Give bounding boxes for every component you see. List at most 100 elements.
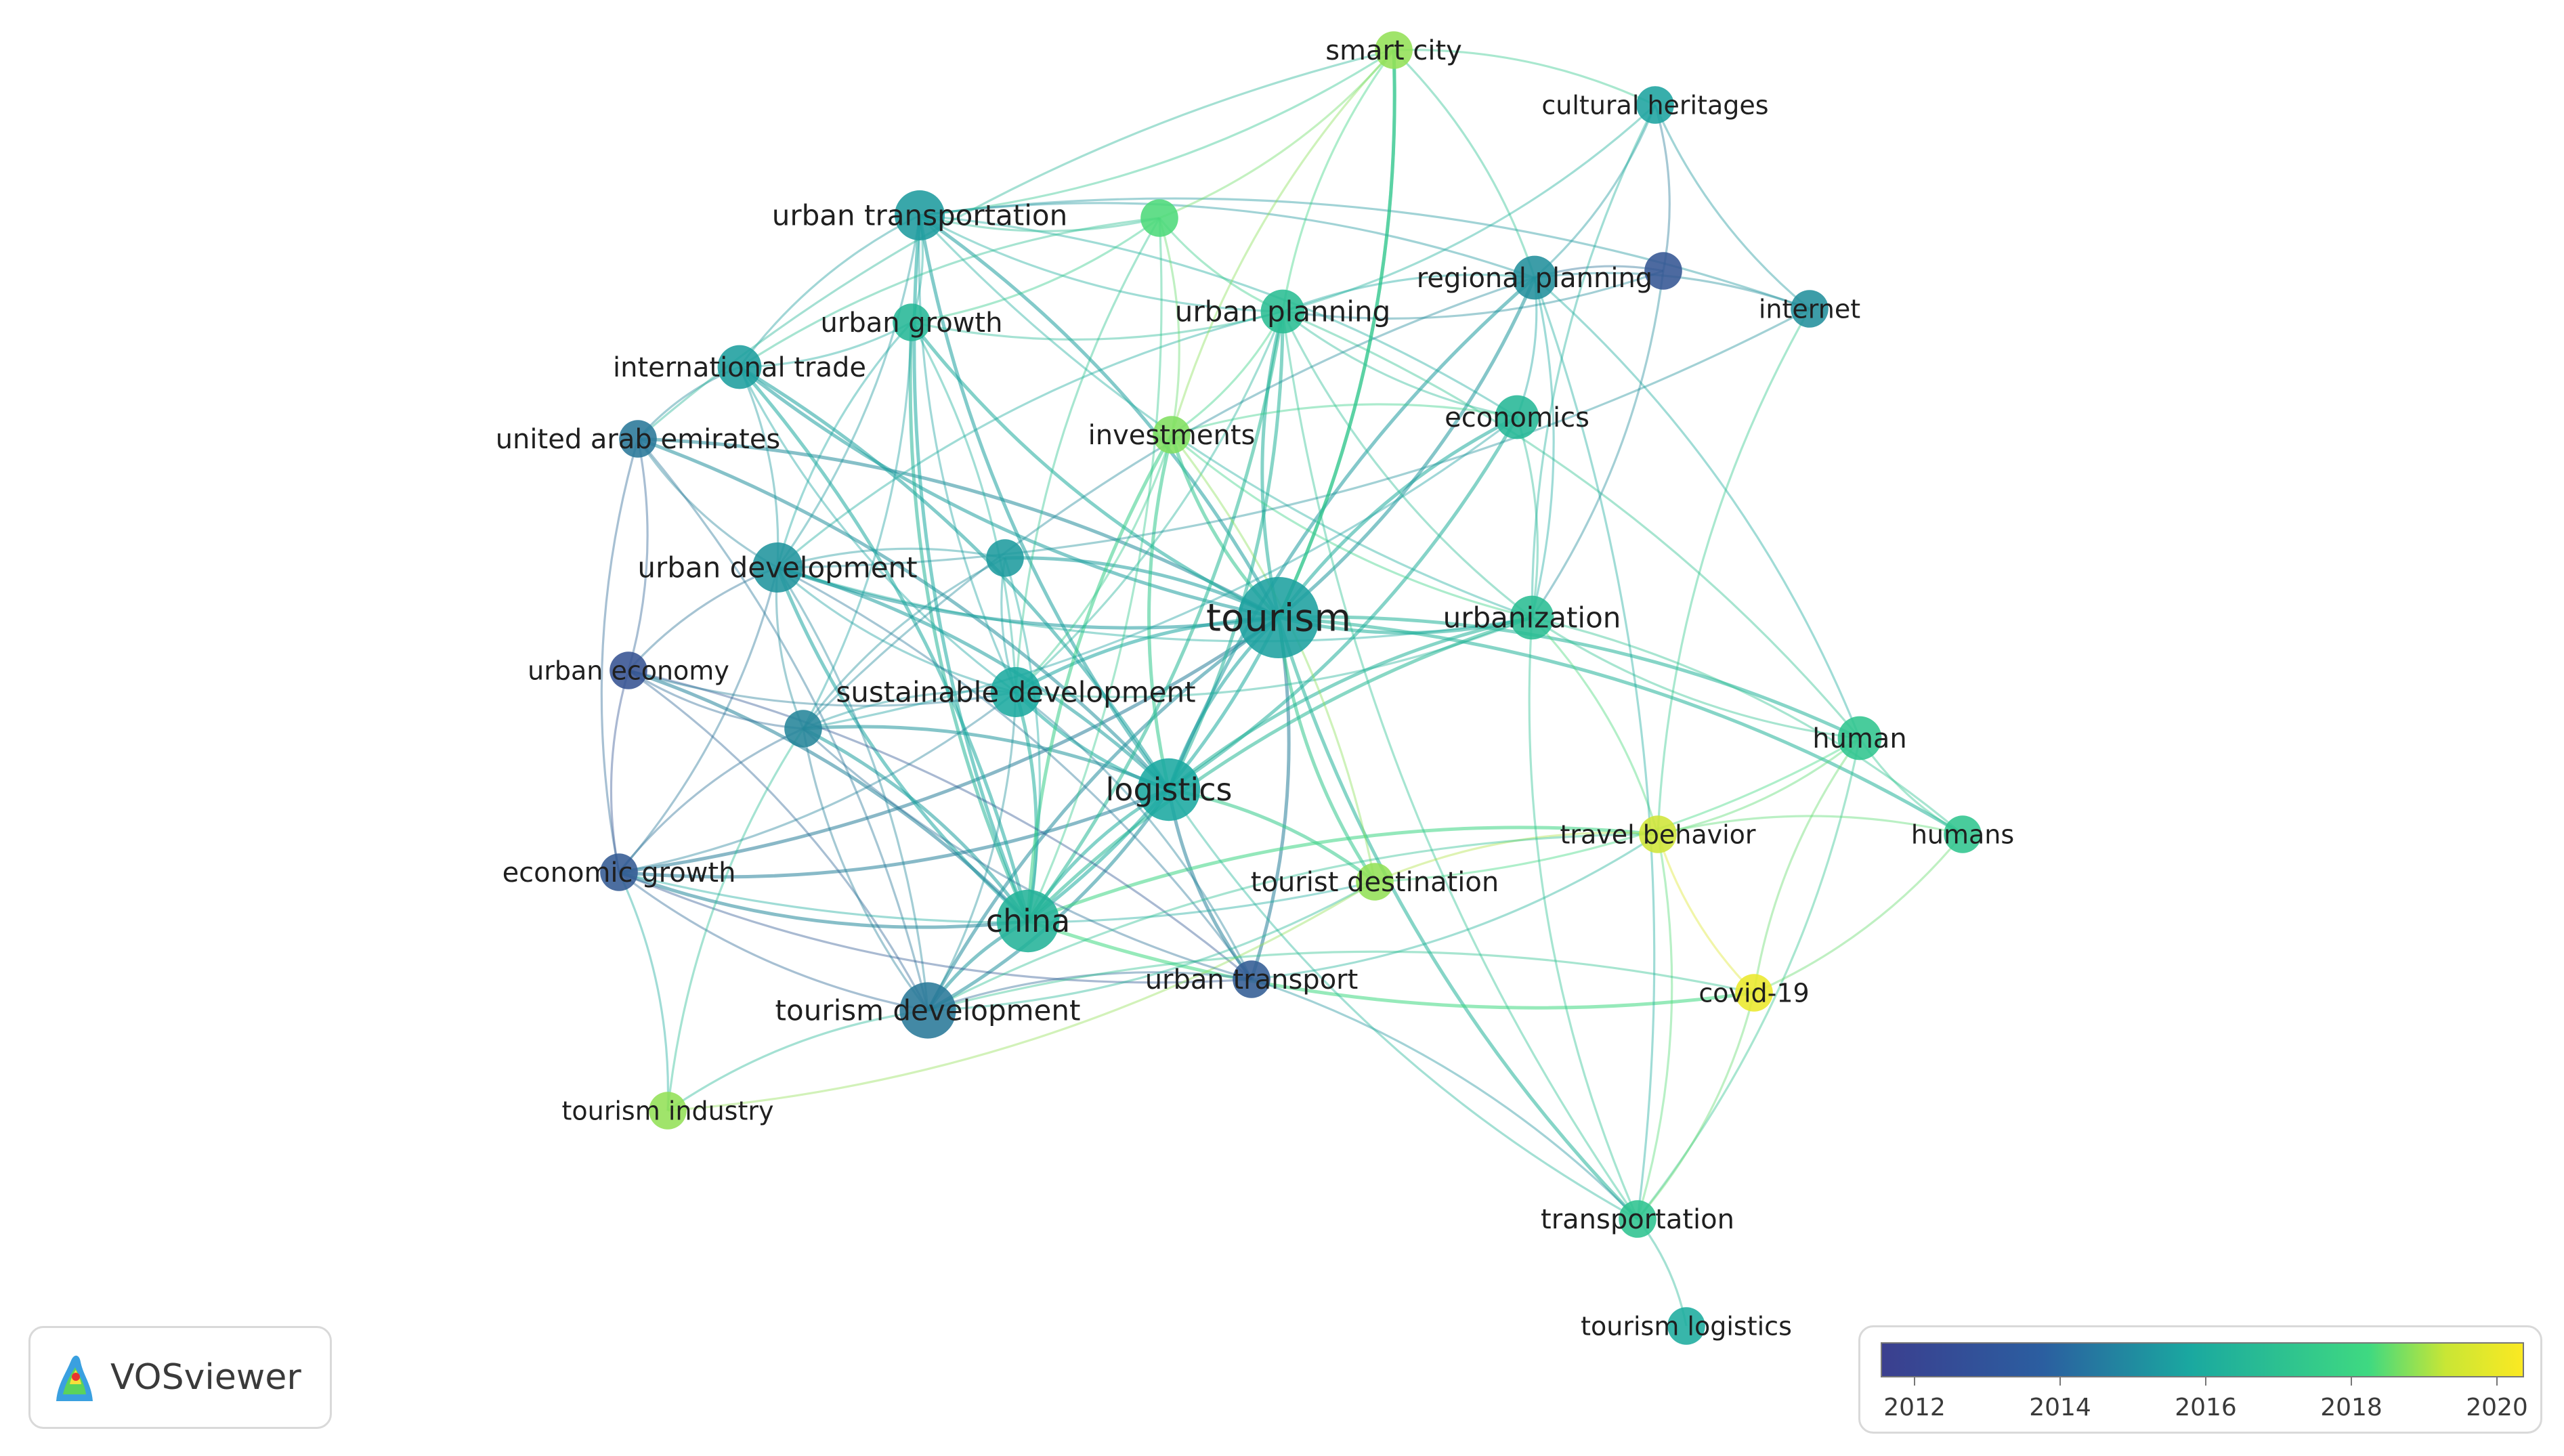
node-regional-planning[interactable] [1512,255,1557,300]
edge-tourism-urban_transport [1249,617,1291,980]
label-tourism[interactable]: tourism [1206,597,1351,641]
edge-investments-urbanization [1170,433,1533,619]
node-covid19[interactable] [1735,974,1773,1012]
edge-urban_transportation-urban_planning [919,214,1283,313]
label-smart-city[interactable]: smart city [1325,35,1462,66]
node-humans[interactable] [1944,815,1982,853]
edge-urbanization-humans [1531,616,1964,836]
node-urban-transport[interactable] [1233,960,1270,998]
node-tourism-development[interactable] [899,982,956,1039]
label-travel-behavior[interactable]: travel behavior [1560,819,1755,849]
node-tourism-logistics[interactable] [1667,1307,1705,1345]
edge-tourism-human [1278,615,1861,740]
label-covid19[interactable]: covid-19 [1698,978,1809,1008]
label-tourism-logistics[interactable]: tourism logistics [1581,1311,1792,1341]
edge-urban_transport-transportation [1251,978,1639,1220]
edge-economics-urbanization [1516,416,1539,618]
label-tourism-industry[interactable]: tourism industry [562,1096,774,1126]
label-logistics[interactable]: logistics [1106,771,1233,808]
label-cultural-heritages[interactable]: cultural heritages [1541,90,1768,120]
edge-china-urban_planning [1026,311,1285,922]
label-international-trade[interactable]: international trade [613,352,866,383]
node-urban-economy[interactable] [610,651,647,689]
node-urban-planning[interactable] [1260,289,1305,334]
label-economics[interactable]: economics [1445,402,1589,433]
edge-united_arab_emirates-urban_economy [627,438,649,671]
node-urban-growth[interactable] [893,303,931,341]
node-internet[interactable] [1791,290,1829,328]
edge-tourism-transportation [1277,617,1639,1220]
node-economic-growth[interactable] [600,853,638,891]
label-humans[interactable]: humans [1911,819,2014,849]
node-sustainable-development[interactable] [991,667,1041,717]
node-travel-behavior[interactable] [1639,815,1677,853]
node-united-arab-emirates[interactable] [619,420,657,458]
edge-urban_planning-sustainable_development [1014,311,1284,693]
node-cultural-heritages[interactable] [1636,86,1674,124]
node-international-trade[interactable] [717,345,762,389]
label-regional-planning[interactable]: regional planning [1417,263,1652,294]
edge-regional_planning-cultural_heritages [1533,104,1657,279]
label-urban-planning[interactable]: urban planning [1175,295,1391,328]
label-urban-transportation[interactable]: urban transportation [772,199,1068,232]
label-tourism-development[interactable]: tourism development [775,994,1081,1027]
label-urban-economy[interactable]: urban economy [528,656,729,685]
edge-logistics-investments [1147,434,1174,790]
edge-n_green_top-china [1027,217,1163,922]
edge-logistics-urban_transportation [918,215,1170,791]
node-economics[interactable] [1495,395,1539,440]
label-economic-growth[interactable]: economic growth [503,857,736,888]
node-urban-development[interactable] [752,542,803,593]
edge-smart_city-n_green_top [1159,49,1395,219]
edge-international_trade-urban_development [738,366,779,568]
edge-urban_transport-n_left_mid [802,727,1252,981]
edge-tourist_destination-travel_behavior [1374,832,1659,883]
edge-n_center-n_left_mid [802,557,1006,729]
edge-urbanization-human [1531,616,1860,740]
scale-tick-label: 2012 [1883,1394,1946,1421]
edge-china-economic_growth [618,870,1029,929]
label-urban-development[interactable]: urban development [637,551,917,584]
node-transportation[interactable] [1619,1200,1657,1238]
scale-tick-label: 2020 [2466,1394,2528,1421]
node-china[interactable] [996,889,1060,953]
node-logistics[interactable] [1137,758,1201,821]
node-n-center[interactable] [986,539,1024,577]
node-urban-transportation[interactable] [895,190,945,240]
edge-china-covid19 [1027,919,1755,1010]
node-n-left-mid[interactable] [784,710,822,748]
label-urban-growth[interactable]: urban growth [821,307,1003,339]
node-layer [600,31,1982,1345]
label-transportation[interactable]: transportation [1541,1204,1734,1235]
edge-n_green_top-urban_growth [911,217,1160,324]
edge-travel_behavior-transportation [1636,834,1673,1220]
edge-urban_development-urbanization [777,566,1533,643]
label-tourist-destination[interactable]: tourist destination [1251,867,1499,898]
node-human[interactable] [1837,716,1882,761]
edge-logistics-n_left_mid [803,725,1170,792]
edge-urbanization-travel_behavior [1531,616,1659,835]
node-n-green-top[interactable] [1140,199,1178,237]
edge-tourism_industry-tourist_destination [667,880,1375,1112]
node-tourism-industry[interactable] [649,1092,687,1130]
label-united-arab-emirates[interactable]: united arab emirates [496,424,781,455]
label-investments[interactable]: investments [1088,420,1256,451]
label-china[interactable]: china [986,903,1071,939]
label-urban-transport[interactable]: urban transport [1145,964,1359,995]
node-smart-city[interactable] [1375,31,1413,69]
node-tourism[interactable] [1238,577,1319,658]
node-tourist-destination[interactable] [1356,863,1394,901]
edge-tourism-international_trade [738,366,1279,620]
label-human[interactable]: human [1812,723,1907,754]
node-investments[interactable] [1153,416,1191,454]
edge-n_rp_extra-urbanization [1531,270,1665,618]
node-n-rp-extra[interactable] [1644,252,1682,290]
label-internet[interactable]: internet [1759,294,1860,324]
label-urbanization[interactable]: urbanization [1443,601,1621,635]
label-sustainable-development[interactable]: sustainable development [836,676,1195,709]
edge-covid19-tourism_development [927,950,1755,1012]
node-urbanization[interactable] [1510,595,1554,640]
